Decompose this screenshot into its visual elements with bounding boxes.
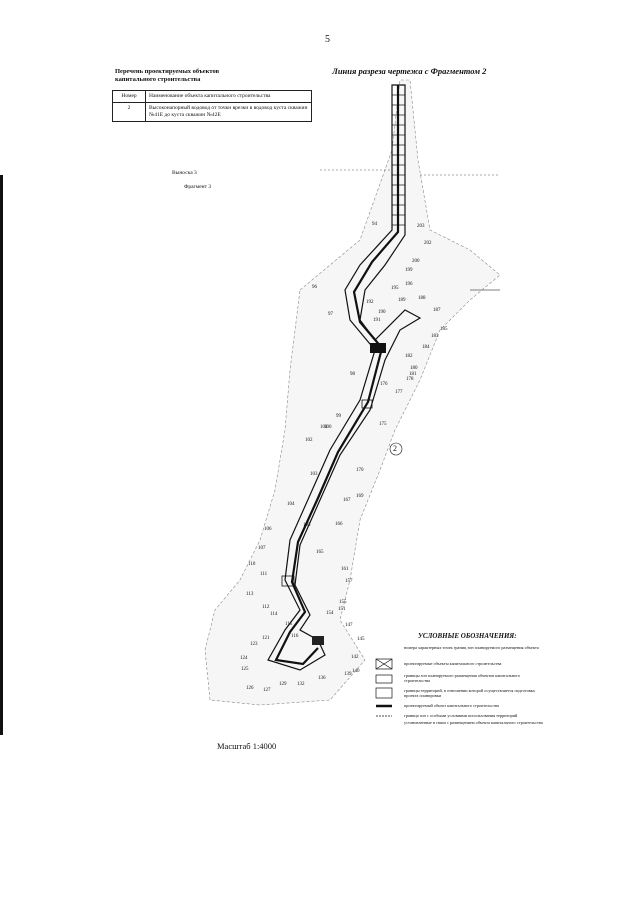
- point-label-176: 176: [380, 382, 388, 387]
- point-label-183: 183: [431, 334, 439, 339]
- section-title: Линия разреза чертежа с Фрагментом 2: [332, 66, 487, 76]
- point-label-169: 169: [356, 494, 364, 499]
- page-number: 5: [325, 34, 330, 45]
- point-label-167: 167: [343, 498, 351, 503]
- point-label-132: 132: [297, 682, 305, 687]
- point-label-203: 203: [417, 224, 425, 229]
- point-label-98: 98: [350, 372, 355, 377]
- crossing-marker: [361, 399, 373, 409]
- point-label-181: 181: [409, 372, 417, 377]
- point-label-165: 165: [316, 550, 324, 555]
- terrain-boundary: [204, 79, 501, 706]
- point-label-116: 116: [291, 634, 299, 639]
- point-label-100: 100: [324, 425, 332, 430]
- scan-edge: [0, 175, 3, 735]
- point-label-111: 111: [260, 572, 268, 577]
- point-label-97: 97: [328, 312, 333, 317]
- legend-item: проектируемые объекты капитального строи…: [404, 661, 502, 666]
- point-label-189: 189: [398, 298, 406, 303]
- point-label-115: 115: [285, 622, 293, 627]
- point-label-192: 192: [366, 300, 374, 305]
- point-label-157: 157: [345, 579, 353, 584]
- point-label-106: 106: [264, 527, 272, 532]
- point-label-202: 202: [424, 241, 432, 246]
- point-label-104: 104: [287, 502, 295, 507]
- table-row: 2 Высоконапорный водовод от точки врезки…: [112, 102, 312, 122]
- callout-number: 2: [393, 444, 397, 453]
- list-header-line1: Перечень проектируемых объектов: [115, 68, 220, 75]
- pipeline-route: [274, 85, 400, 666]
- point-label-178: 178: [406, 377, 414, 382]
- point-label-199: 199: [405, 268, 413, 273]
- scale-label: Масштаб 1:4000: [217, 741, 277, 751]
- legend-item: номера характерных точек границ зон план…: [404, 645, 539, 650]
- cell-name: Высоконапорный водовод от точки врезки в…: [145, 102, 312, 122]
- point-label-151: 151: [338, 607, 346, 612]
- point-label-105: 105: [303, 523, 311, 528]
- point-label-185: 185: [440, 327, 448, 332]
- point-label-103: 103: [310, 472, 318, 477]
- legend-item: границы территорий, в отношении которой …: [404, 688, 535, 698]
- point-label-140: 140: [352, 669, 360, 674]
- point-label-166: 166: [335, 522, 343, 527]
- list-header: Перечень проектируемых объектов капиталь…: [115, 68, 219, 84]
- point-label-175: 175: [379, 422, 387, 427]
- legend-item: установленные в связи с размещением объе…: [404, 720, 543, 725]
- sheet-label: Выноска 3: [172, 170, 197, 176]
- point-label-102: 102: [305, 438, 313, 443]
- point-label-184: 184: [422, 345, 430, 350]
- point-label-142: 142: [351, 655, 359, 660]
- point-label-110: 110: [248, 562, 256, 567]
- point-label-187: 187: [433, 308, 441, 313]
- point-label-129: 129: [279, 682, 287, 687]
- point-label-154: 154: [326, 611, 334, 616]
- point-label-121: 121: [262, 636, 270, 641]
- legend-item: проектируемый объект капитального строит…: [404, 703, 499, 708]
- point-label-145: 145: [357, 637, 365, 642]
- point-label-123: 123: [250, 642, 258, 647]
- table-header-row: Номер Наименование объекта капитального …: [112, 90, 312, 103]
- legend-item: границы зон планируемого размещения объе…: [404, 673, 521, 683]
- point-label-190: 190: [378, 310, 386, 315]
- point-label-112: 112: [262, 605, 270, 610]
- crossing-marker: [281, 575, 295, 587]
- point-label-147: 147: [345, 623, 353, 628]
- point-label-196: 196: [405, 282, 413, 287]
- legend-symbols: [375, 658, 393, 717]
- point-label-96: 96: [312, 285, 317, 290]
- project-object-marker: [370, 343, 386, 353]
- legend-item: граница зон с особыми условиями использо…: [404, 713, 518, 718]
- point-label-113: 113: [246, 592, 254, 597]
- callout-circle: [389, 442, 403, 456]
- point-label-188: 188: [418, 296, 426, 301]
- point-label-107: 107: [258, 546, 266, 551]
- point-label-126: 126: [246, 686, 254, 691]
- point-label-124: 124: [240, 656, 248, 661]
- point-label-195: 195: [391, 286, 399, 291]
- point-label-125: 125: [241, 667, 249, 672]
- point-label-180: 180: [410, 366, 418, 371]
- point-label-170: 170: [356, 468, 364, 473]
- legend-title: УСЛОВНЫЕ ОБОЗНАЧЕНИЯ:: [418, 632, 517, 640]
- point-label-94: 94: [372, 222, 377, 227]
- point-label-155: 155: [339, 600, 347, 605]
- list-header-line2: капитального строительства: [115, 76, 201, 83]
- point-label-127: 127: [263, 688, 271, 693]
- project-object-marker: [312, 636, 324, 645]
- pipeline-hatching: [392, 94, 405, 226]
- point-label-191: 191: [373, 318, 381, 323]
- point-label-99: 99: [336, 414, 341, 419]
- point-label-136: 136: [318, 676, 326, 681]
- point-label-200: 200: [412, 259, 420, 264]
- point-label-139: 139: [344, 672, 352, 677]
- objects-table: Номер Наименование объекта капитального …: [112, 90, 312, 122]
- point-label-114: 114: [270, 612, 278, 617]
- point-label-101: 101: [320, 425, 328, 430]
- point-label-161: 161: [341, 567, 349, 572]
- point-label-177: 177: [395, 390, 403, 395]
- point-label-182: 182: [405, 354, 413, 359]
- fragment-label: Фрагмент 3: [184, 184, 212, 190]
